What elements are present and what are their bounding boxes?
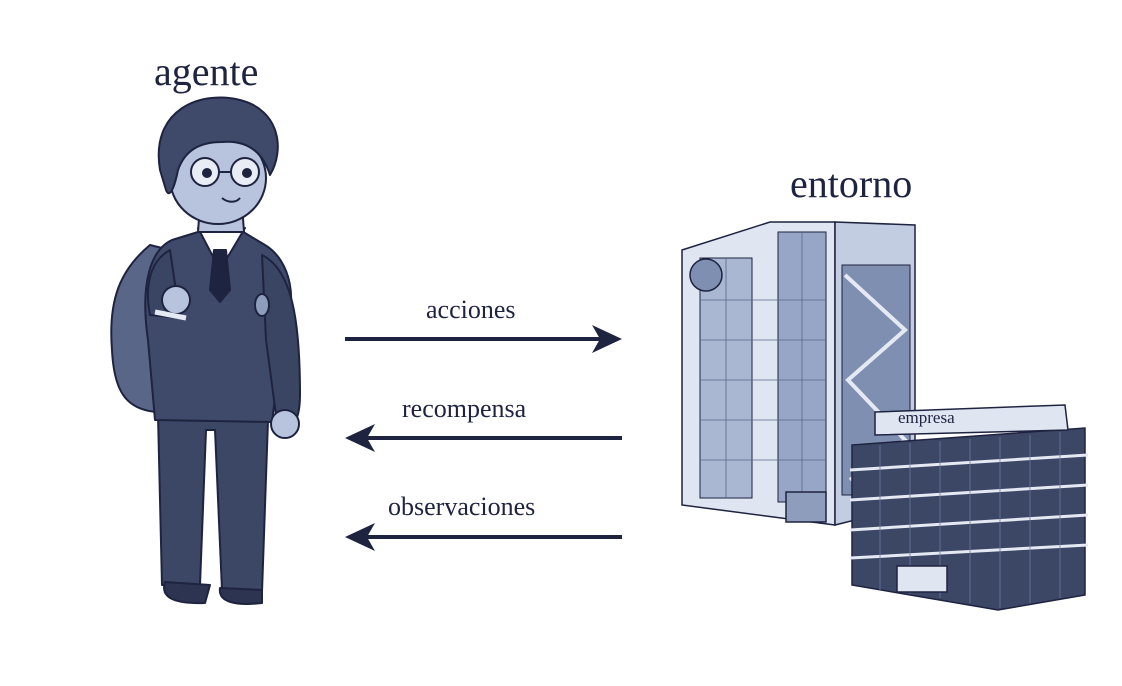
arrow-acciones bbox=[345, 325, 622, 353]
agent-title: agente bbox=[154, 49, 259, 94]
arrow-observaciones bbox=[345, 523, 622, 551]
arrow-label-observaciones: observaciones bbox=[388, 492, 536, 521]
building-sign: empresa bbox=[898, 408, 955, 427]
arrow-recompensa bbox=[345, 424, 622, 452]
environment-title: entorno bbox=[790, 161, 913, 206]
arrow-label-recompensa: recompensa bbox=[402, 394, 527, 423]
arrow-label-acciones: acciones bbox=[426, 295, 516, 324]
